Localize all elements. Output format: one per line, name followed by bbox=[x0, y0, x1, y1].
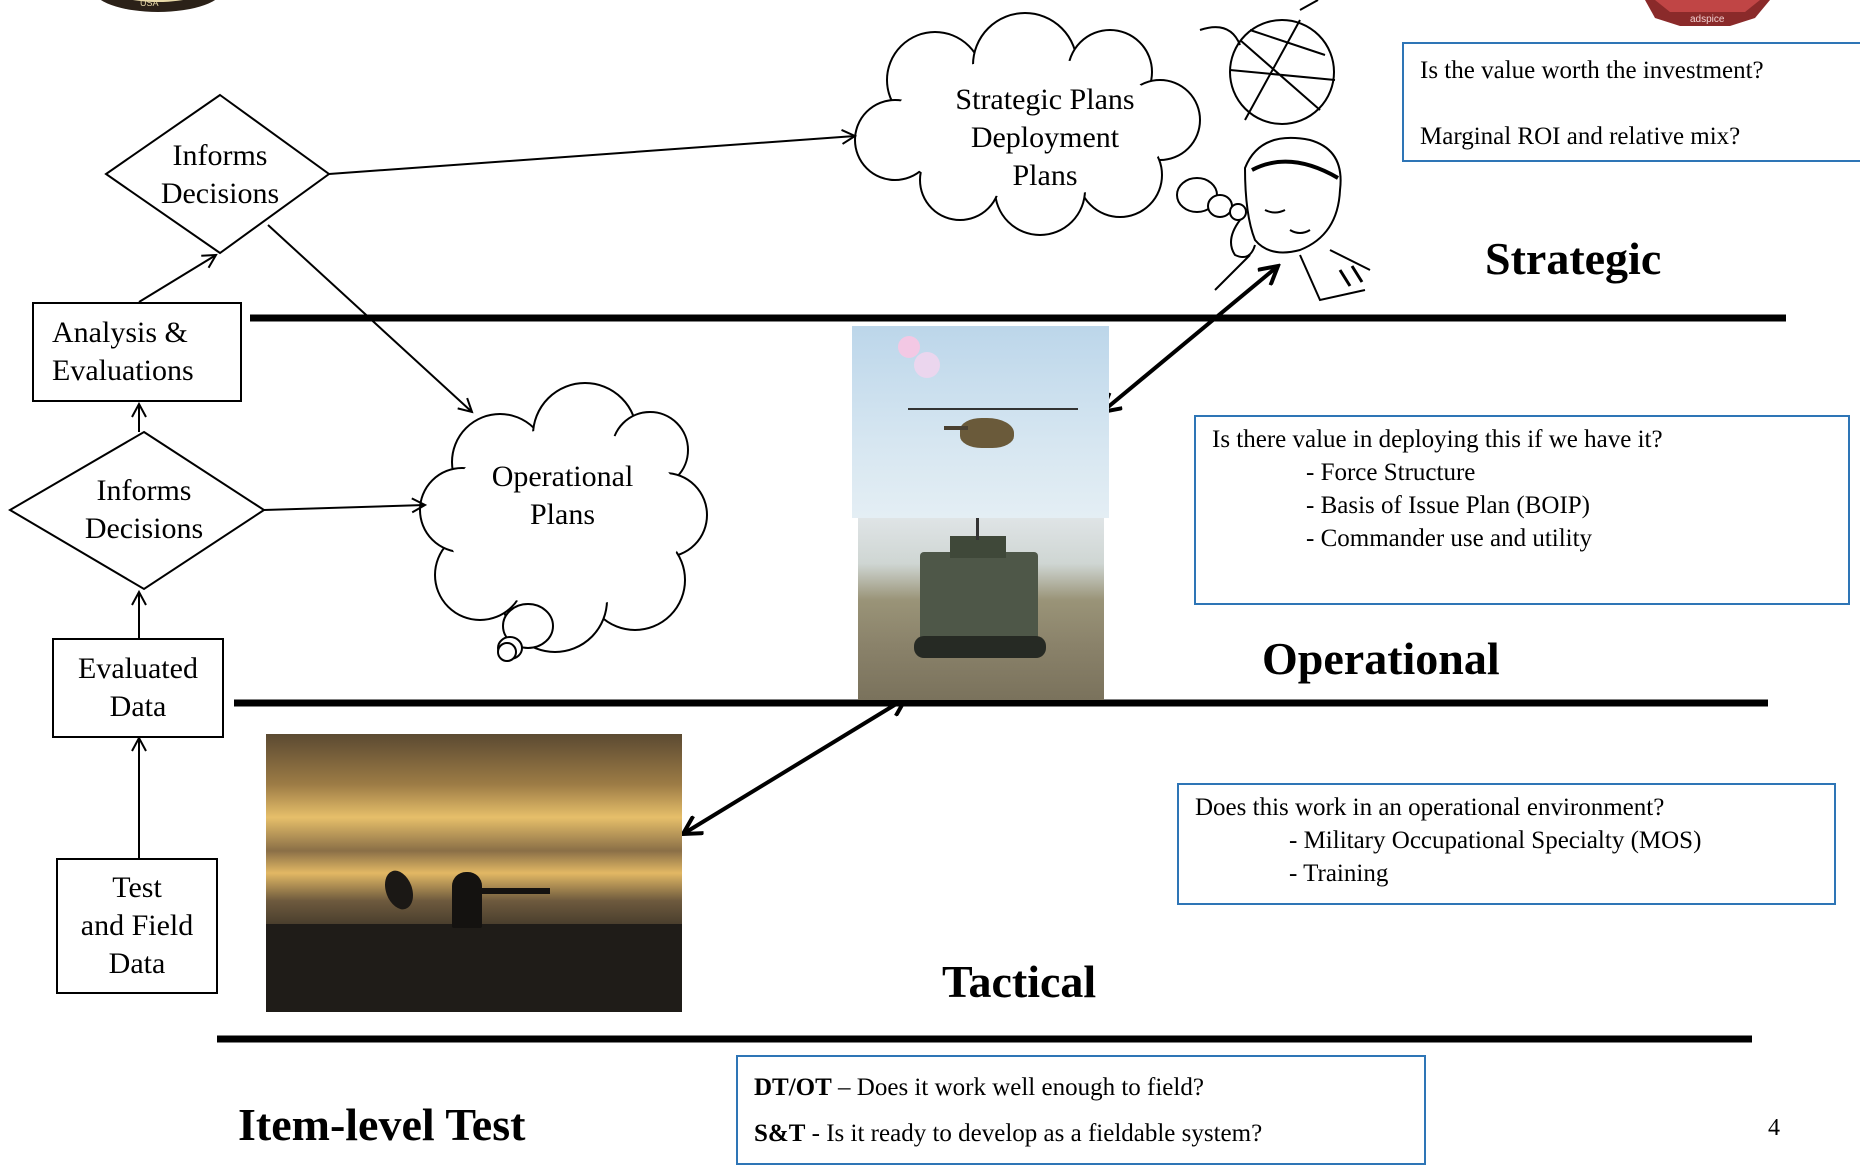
strategic-question-box: Is the value worth the investment? Margi… bbox=[1402, 42, 1860, 162]
rotor-blade bbox=[908, 408, 1078, 410]
helicopter-photo bbox=[852, 326, 1109, 518]
strategic-level-label: Strategic bbox=[1485, 233, 1662, 284]
strategic-question-2: Marginal ROI and relative mix? bbox=[1420, 123, 1741, 150]
dtot-label: DT/OT bbox=[754, 1074, 832, 1101]
tactical-question: Does this work in an operational environ… bbox=[1195, 794, 1665, 821]
item-level-question-box: DT/OT – Does it work well enough to fiel… bbox=[736, 1055, 1426, 1165]
informs-decisions-upper-diamond bbox=[104, 93, 331, 255]
machine-gun-silhouette bbox=[476, 888, 550, 894]
adspice-logo bbox=[1645, 0, 1770, 26]
tactical-level-label: Tactical bbox=[942, 956, 1097, 1007]
vehicle-silhouette bbox=[266, 924, 682, 1012]
evaluated-data-label: Evaluated Data bbox=[78, 652, 198, 723]
soldier-sunset-photo bbox=[266, 734, 682, 1012]
vehicle-antenna bbox=[976, 518, 979, 540]
operational-item-force-structure: - Force Structure bbox=[1306, 459, 1476, 486]
lens-flare-1 bbox=[898, 336, 920, 358]
strategic-plans-label: Strategic Plans Deployment Plans bbox=[955, 83, 1135, 192]
vehicle-wheels bbox=[914, 636, 1046, 658]
army-seal-text: USA bbox=[140, 0, 159, 8]
dish-silhouette bbox=[379, 866, 419, 914]
st-text: - Is it ready to develop as a fieldable … bbox=[805, 1120, 1263, 1147]
page-number: 4 bbox=[1768, 1115, 1780, 1141]
helicopter-tail bbox=[944, 426, 968, 430]
analysis-evaluations-box: Analysis & Evaluations bbox=[32, 302, 242, 402]
vehicle-hull bbox=[920, 552, 1038, 652]
strategic-plans-text: Strategic Plans Deployment Plans bbox=[920, 80, 1170, 196]
soldier-silhouette bbox=[452, 872, 482, 928]
dtot-line: DT/OT – Does it work well enough to fiel… bbox=[754, 1065, 1408, 1111]
informs-decisions-upper: Informs Decisions bbox=[116, 127, 324, 223]
adspice-logo-text: adspice bbox=[1690, 14, 1725, 25]
informs-decisions-upper-label: Informs Decisions bbox=[160, 139, 280, 210]
operational-level-label: Operational bbox=[1262, 633, 1500, 684]
strategic-plans-cloud bbox=[854, 12, 1247, 236]
operational-plans-label: Operational Plans bbox=[491, 460, 634, 531]
tactical-item-mos: - Military Occupational Specialty (MOS) bbox=[1289, 827, 1702, 854]
st-label: S&T bbox=[754, 1120, 806, 1147]
st-line: S&T - Is it ready to develop as a fielda… bbox=[754, 1111, 1408, 1157]
operational-item-boip: - Basis of Issue Plan (BOIP) bbox=[1306, 492, 1591, 519]
vehicle-turret bbox=[950, 536, 1006, 558]
tactical-item-training: - Training bbox=[1289, 860, 1389, 887]
army-seal-logo bbox=[100, 0, 216, 12]
evaluated-data-box: Evaluated Data bbox=[52, 638, 224, 738]
item-level-test-label: Item-level Test bbox=[238, 1099, 526, 1150]
strategic-question-1: Is the value worth the investment? bbox=[1420, 57, 1764, 84]
operational-question: Is there value in deploying this if we h… bbox=[1212, 426, 1663, 453]
informs-decisions-lower: Informs Decisions bbox=[40, 462, 248, 558]
informs-decisions-lower-label: Informs Decisions bbox=[84, 474, 204, 545]
helicopter-body bbox=[960, 418, 1014, 448]
test-field-data-box: Test and Field Data bbox=[56, 858, 218, 994]
dtot-text: – Does it work well enough to field? bbox=[831, 1074, 1204, 1101]
lens-flare-2 bbox=[914, 352, 940, 378]
operational-plans-text: Operational Plans bbox=[460, 456, 665, 536]
commander-sketch bbox=[1199, 0, 1371, 302]
operational-item-commander-use: - Commander use and utility bbox=[1306, 525, 1593, 552]
informs-decisions-lower-diamond bbox=[8, 430, 266, 591]
test-field-data-label: Test and Field Data bbox=[80, 871, 194, 980]
analysis-evaluations-label: Analysis & Evaluations bbox=[52, 316, 194, 387]
tactical-question-box: Does this work in an operational environ… bbox=[1177, 783, 1836, 905]
operational-plans-cloud bbox=[419, 382, 708, 662]
armored-vehicle-photo bbox=[858, 518, 1104, 700]
operational-question-box: Is there value in deploying this if we h… bbox=[1194, 415, 1850, 605]
